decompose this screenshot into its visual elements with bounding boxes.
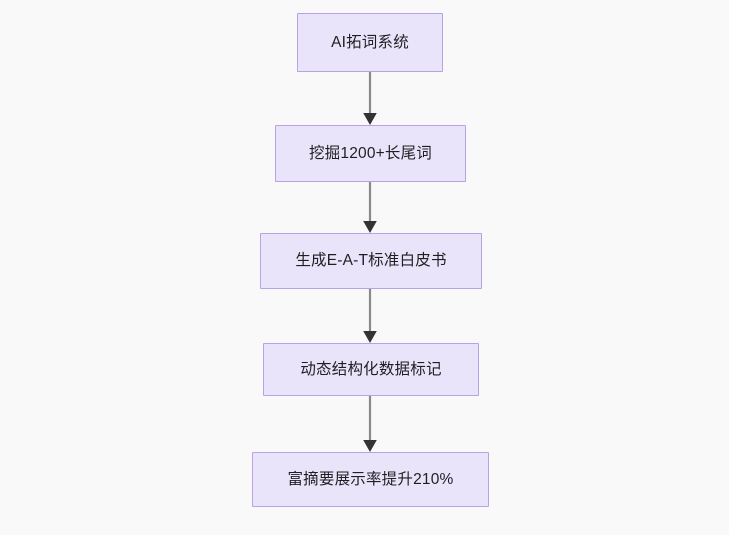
arrowhead-icon bbox=[363, 331, 377, 343]
flow-node-mine-long-tail-keywords[interactable]: 挖掘1200+长尾词 bbox=[275, 125, 466, 182]
flow-node-label: 生成E-A-T标准白皮书 bbox=[295, 252, 447, 270]
flow-node-label: 挖掘1200+长尾词 bbox=[308, 144, 433, 162]
flow-node-label: 富摘要展示率提升210% bbox=[287, 470, 454, 488]
flow-node-generate-eat-whitepaper[interactable]: 生成E-A-T标准白皮书 bbox=[260, 233, 482, 289]
flow-node-ai-keyword-system[interactable]: AI拓词系统 bbox=[297, 13, 443, 72]
arrowhead-icon bbox=[363, 440, 377, 452]
flow-node-label: AI拓词系统 bbox=[331, 33, 409, 51]
arrowhead-icon bbox=[363, 113, 377, 125]
edge-node2-to-node3 bbox=[363, 182, 377, 233]
edge-node3-to-node4 bbox=[363, 289, 377, 343]
edge-node4-to-node5 bbox=[363, 396, 377, 452]
flow-node-dynamic-structured-data-markup[interactable]: 动态结构化数据标记 bbox=[263, 343, 479, 396]
flow-node-label: 动态结构化数据标记 bbox=[300, 360, 442, 378]
flow-node-rich-snippet-impression-uplift[interactable]: 富摘要展示率提升210% bbox=[252, 452, 489, 507]
arrowhead-icon bbox=[363, 221, 377, 233]
edge-node1-to-node2 bbox=[363, 72, 377, 125]
